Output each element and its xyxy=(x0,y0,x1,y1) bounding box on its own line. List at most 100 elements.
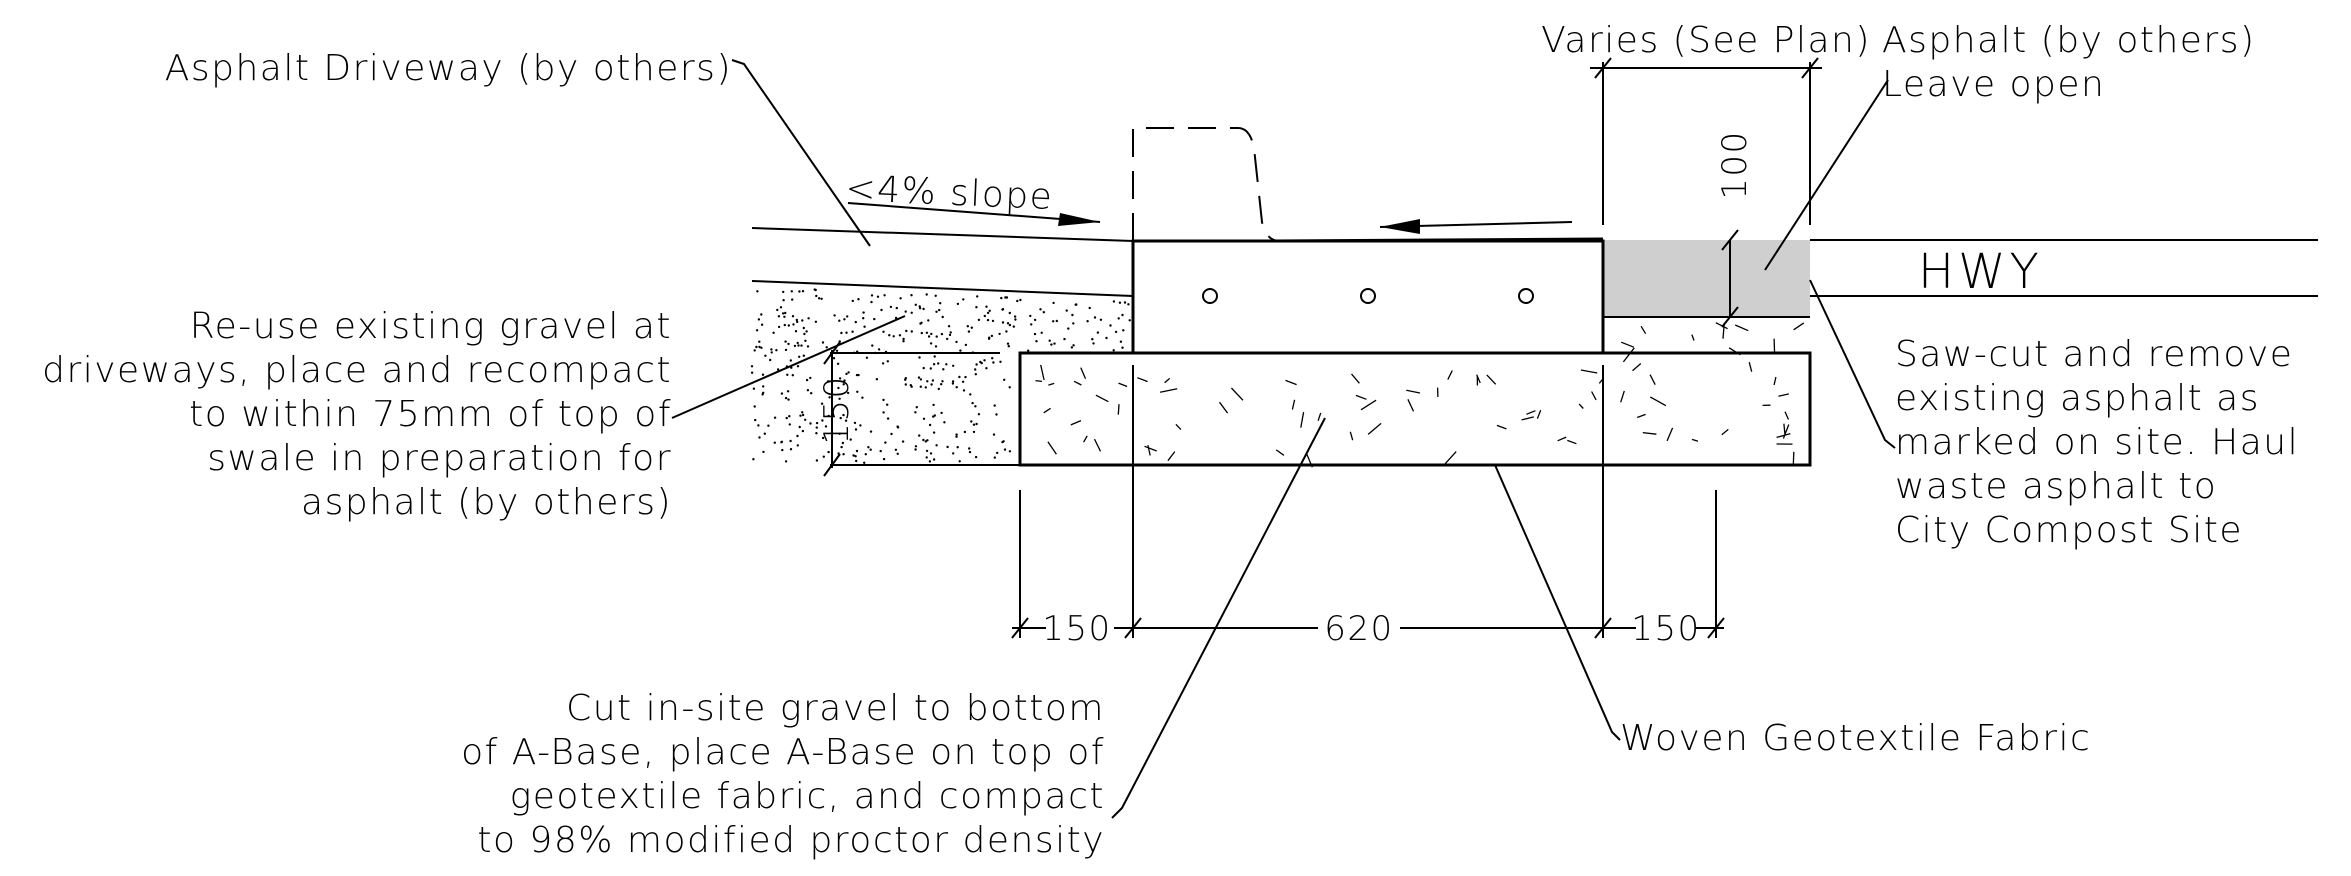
gravel-dot xyxy=(925,293,928,296)
slope-arrow-left xyxy=(847,202,1101,223)
gravel-dot xyxy=(925,331,929,334)
label-cut-line2: of A-Base, place A-Base on top of xyxy=(461,732,1105,773)
gravel-dot xyxy=(941,380,944,383)
aggregate-mark xyxy=(1715,322,1728,330)
gravel-dot xyxy=(1096,331,1100,334)
gravel-dot xyxy=(888,334,891,337)
gravel-dot xyxy=(904,377,907,380)
gravel-dot xyxy=(1092,342,1095,345)
gravel-dot xyxy=(842,383,845,386)
gravel-dot xyxy=(873,317,876,321)
gravel-dot xyxy=(951,380,955,383)
gravel-dot xyxy=(972,423,976,426)
aggregate-mark xyxy=(1048,382,1055,386)
gravel-dot xyxy=(905,329,908,333)
gravel-dot xyxy=(962,298,965,301)
gravel-dot xyxy=(871,344,874,347)
gravel-dot xyxy=(1019,298,1022,302)
gravel-dot xyxy=(788,423,791,426)
gravel-dot xyxy=(844,419,848,422)
gravel-dot xyxy=(919,322,922,325)
gravel-dot xyxy=(995,413,998,416)
aggregate-mark xyxy=(1536,410,1542,419)
aggregate-mark xyxy=(1632,363,1642,372)
gravel-dot xyxy=(800,344,803,347)
gravel-dot xyxy=(876,295,880,298)
gravel-dot xyxy=(787,324,790,327)
gravel-dot xyxy=(838,432,841,435)
aggregate-mark xyxy=(1351,373,1360,384)
gravel-dot xyxy=(990,334,994,338)
label-reuse-line4: swale in preparation for xyxy=(207,438,672,479)
gravel-dot xyxy=(795,318,798,322)
gravel-dot xyxy=(809,376,812,380)
gravel-dot xyxy=(882,411,885,414)
gravel-dot xyxy=(902,337,905,341)
gravel-dot xyxy=(854,428,858,431)
gravel-dot xyxy=(1117,317,1120,320)
gravel-dot xyxy=(842,453,845,456)
gravel-dot xyxy=(755,345,758,349)
gravel-dot xyxy=(955,340,958,344)
gravel-dot xyxy=(988,309,991,312)
gravel-dot xyxy=(762,450,765,454)
gravel-dot xyxy=(758,340,761,343)
gravel-dot xyxy=(758,436,761,439)
gravel-dot xyxy=(949,331,952,334)
gravel-dot xyxy=(758,345,761,349)
gravel-dot xyxy=(991,357,994,360)
gravel-dot xyxy=(948,333,952,337)
gravel-dot xyxy=(930,383,933,386)
gravel-dot xyxy=(968,450,972,454)
gravel-dot xyxy=(958,460,961,463)
gravel-dot xyxy=(754,418,757,422)
gravel-dot xyxy=(875,378,879,381)
gravel-dot xyxy=(840,331,843,335)
gravel-dot xyxy=(974,368,977,371)
gravel-dot xyxy=(770,351,773,354)
gravel-dot xyxy=(791,315,795,318)
gravel-dot xyxy=(802,326,805,330)
gravel-dot xyxy=(1072,322,1075,325)
gravel-dot xyxy=(955,435,958,438)
gravel-dot xyxy=(861,396,864,399)
gravel-dot xyxy=(798,290,801,293)
gravel-dot xyxy=(971,401,974,405)
gravel-dot xyxy=(763,432,766,435)
gravel-dot xyxy=(918,307,922,310)
gravel-dot xyxy=(1052,320,1055,323)
gravel-dot xyxy=(798,425,801,429)
gravel-dot xyxy=(1086,320,1089,323)
gravel-dot xyxy=(773,416,777,419)
gravel-dot xyxy=(968,447,971,450)
gravel-dot xyxy=(1048,339,1051,342)
gravel-dot xyxy=(1122,329,1125,332)
gravel-dot xyxy=(760,323,764,326)
gravel-dot xyxy=(882,457,886,461)
gravel-dot xyxy=(790,290,793,293)
aggregate-mark xyxy=(1406,389,1421,394)
gravel-dot xyxy=(917,376,921,379)
label-cut-line1: Cut in-site gravel to bottom xyxy=(566,688,1105,729)
aggregate-mark xyxy=(1666,427,1674,442)
aggregate-mark xyxy=(1526,410,1536,415)
gravel-dot xyxy=(983,359,986,362)
gravel-dot xyxy=(1093,316,1097,319)
gravel-dot xyxy=(977,413,981,416)
gravel-dot xyxy=(797,344,800,347)
gravel-dot xyxy=(1118,301,1122,304)
gravel-dot xyxy=(902,340,905,343)
gravel-dot xyxy=(946,337,949,341)
leader-geotextile xyxy=(1494,464,1621,741)
gravel-dot xyxy=(895,306,898,310)
gravel-dot xyxy=(931,379,935,382)
gravel-dot xyxy=(784,460,788,463)
gravel-dot xyxy=(987,337,991,340)
gravel-dot xyxy=(883,294,886,297)
gravel-dot xyxy=(846,391,850,395)
gravel-dot xyxy=(963,430,967,434)
gravel-dot xyxy=(796,320,799,324)
leader-asphalt-right xyxy=(1764,79,1889,271)
gravel-dot xyxy=(933,414,936,417)
